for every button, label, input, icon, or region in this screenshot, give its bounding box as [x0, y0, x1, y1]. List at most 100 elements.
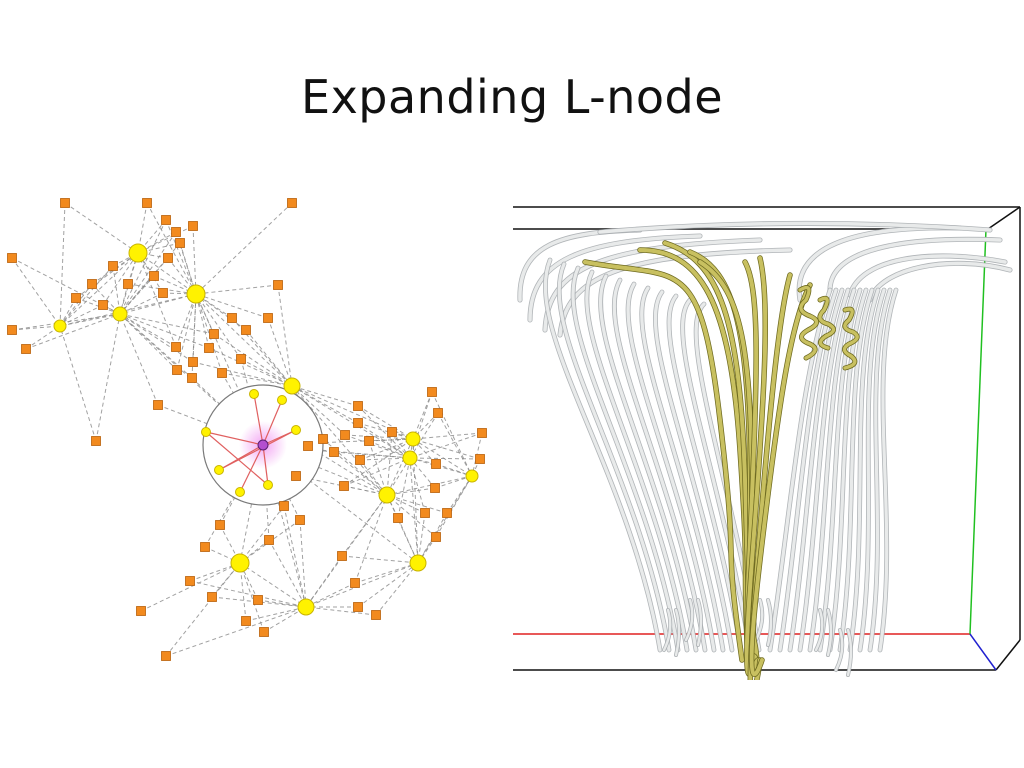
highlighted-streamlines: [582, 240, 860, 680]
circle-node: [283, 377, 301, 395]
graph-edge: [409, 457, 426, 514]
square-node: [171, 342, 181, 352]
square-node: [259, 627, 269, 637]
graph-edge: [191, 377, 264, 446]
graph-edge: [11, 257, 61, 327]
graph-edge: [412, 432, 483, 440]
l-node-member: [201, 427, 211, 437]
square-node: [430, 483, 440, 493]
graph-edge: [195, 202, 293, 295]
circle-node: [53, 319, 67, 333]
square-node: [387, 427, 397, 437]
l-node-inner-edge: [253, 393, 264, 446]
graph-edge: [291, 385, 346, 436]
plain-streamline: [848, 254, 1007, 297]
square-node: [204, 343, 214, 353]
square-node: [142, 198, 152, 208]
plain-streamline: [878, 288, 898, 652]
highlight-streamline: [749, 283, 812, 677]
plain-streamline: [858, 288, 886, 652]
graph-edge: [277, 284, 293, 387]
square-node: [236, 354, 246, 364]
graph-edge: [386, 438, 414, 496]
plain-streamline: [828, 237, 1002, 292]
graph-edge: [137, 252, 197, 295]
circle-node: [186, 284, 206, 304]
graph-edge: [386, 475, 473, 496]
square-node: [318, 434, 328, 444]
graph-edge: [137, 225, 194, 254]
graph-edge: [386, 431, 393, 496]
plain-streamline: [558, 248, 792, 337]
graph-edge: [140, 562, 241, 612]
graph-edge: [119, 313, 177, 348]
square-node: [163, 253, 173, 263]
graph-edge: [95, 313, 121, 442]
square-node: [433, 408, 443, 418]
plain-streamline: [557, 262, 671, 652]
streamline-canvas: [513, 206, 1021, 680]
curl-streamline: [798, 285, 819, 360]
square-node: [353, 602, 363, 612]
network-graph-canvas: [7, 198, 487, 661]
graph-edge: [189, 580, 307, 608]
circle-node: [465, 469, 479, 483]
plain-streamline: [838, 288, 874, 652]
square-node: [241, 616, 251, 626]
graph-edge: [354, 562, 419, 584]
graph-edge: [239, 562, 247, 622]
square-node: [188, 357, 198, 367]
square-node: [329, 447, 339, 457]
square-node: [108, 261, 118, 271]
graph-edge: [354, 494, 388, 584]
graph-edge: [417, 475, 473, 564]
plain-streamline: [681, 298, 752, 652]
graph-edge: [412, 391, 433, 440]
square-node: [161, 215, 171, 225]
graph-edge: [137, 252, 169, 259]
plain-streamline: [667, 294, 743, 652]
graph-edge: [195, 293, 247, 331]
square-node: [171, 227, 181, 237]
square-node: [136, 606, 146, 616]
graph-edge: [59, 265, 114, 327]
square-node: [200, 542, 210, 552]
graph-edge: [165, 562, 241, 657]
square-node: [279, 501, 289, 511]
graph-edge: [245, 329, 293, 387]
square-node: [431, 459, 441, 469]
l-node-member: [235, 487, 245, 497]
graph-edge: [25, 313, 121, 350]
graph-edge: [146, 202, 197, 295]
square-node: [188, 221, 198, 231]
l-node-inner-edge: [218, 429, 297, 471]
graph-edge: [431, 391, 473, 477]
graph-edge: [412, 438, 473, 477]
graph-edge: [239, 505, 285, 564]
square-node: [153, 400, 163, 410]
graph-edge: [195, 284, 279, 295]
square-node: [355, 455, 365, 465]
square-node: [91, 436, 101, 446]
graph-edge: [59, 304, 104, 327]
graph-edge: [409, 457, 473, 477]
plain-streamline: [798, 288, 850, 652]
graph-edge: [283, 505, 307, 608]
square-node: [227, 313, 237, 323]
plain-streamline: [585, 270, 689, 652]
square-node: [175, 238, 185, 248]
square-node: [158, 288, 168, 298]
square-node: [253, 595, 263, 605]
graph-edge: [75, 252, 139, 299]
plain-streamline: [640, 286, 725, 652]
graph-edge: [59, 293, 197, 327]
l-node-member: [277, 395, 287, 405]
graph-edge: [257, 599, 307, 608]
graph-edge: [344, 434, 414, 440]
graph-edge: [59, 283, 93, 327]
plain-streamline-outline: [877, 287, 899, 653]
graph-edge: [305, 606, 377, 616]
plain-streamlines: [517, 220, 1013, 677]
circle-node: [128, 243, 148, 263]
graph-edge: [437, 412, 473, 477]
